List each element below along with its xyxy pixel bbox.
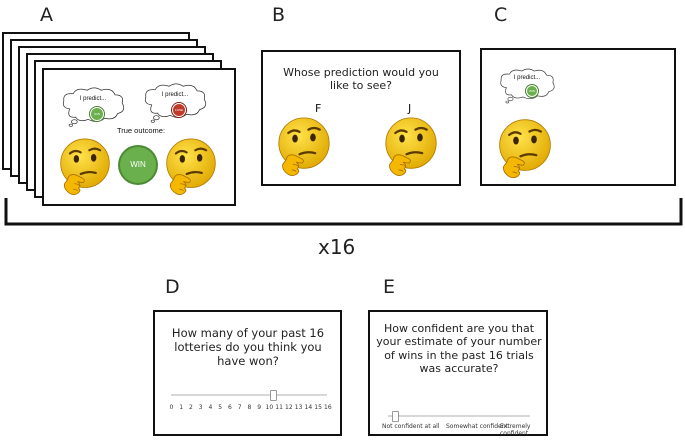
wins-tick-label: 14 xyxy=(304,404,313,411)
repeat-bracket xyxy=(4,198,683,226)
bubble-left-text: I predict... xyxy=(79,96,107,102)
wins-tick-label: 9 xyxy=(257,404,262,411)
label-j: J xyxy=(408,102,412,115)
predict-lose-chip-right: LOSE xyxy=(172,103,186,117)
panel-label-d: D xyxy=(165,276,180,298)
panel-label-c: C xyxy=(494,4,508,26)
bubble-c-text: I predict... xyxy=(513,75,541,81)
predict-win-chip-left: WIN xyxy=(90,107,104,121)
confidence-slider-track[interactable] xyxy=(388,415,530,417)
wins-tick-label: 7 xyxy=(237,404,242,411)
confidence-label-mid: Somewhat confident xyxy=(446,423,508,430)
wins-tick-label: 8 xyxy=(247,404,252,411)
wins-estimate-question: How many of your past 16 lotteries do yo… xyxy=(171,326,325,369)
choice-question: Whose prediction would you like to see? xyxy=(283,66,439,93)
repeat-count: x16 xyxy=(318,235,356,259)
wins-tick-label: 10 xyxy=(265,404,274,411)
wins-tick-label: 15 xyxy=(314,404,322,411)
wins-tick-label: 1 xyxy=(179,404,184,411)
wins-tick-label: 3 xyxy=(198,404,203,411)
wins-tick-label: 0 xyxy=(169,404,174,411)
wins-tick-label: 12 xyxy=(285,404,293,411)
panel-c-screen: I predict... WIN xyxy=(480,48,676,186)
wins-tick-label: 16 xyxy=(324,404,332,411)
confidence-question: How confident are you that your estimate… xyxy=(376,322,542,376)
outcome-win-chip: WIN xyxy=(120,147,156,183)
panel-b-screen: Whose prediction would you like to see? … xyxy=(261,50,461,186)
panel-label-e: E xyxy=(383,276,396,298)
panel-label-b: B xyxy=(272,4,286,26)
wins-tick-label: 2 xyxy=(189,404,193,411)
wins-slider-track[interactable] xyxy=(171,394,327,396)
wins-slider-thumb[interactable] xyxy=(270,390,278,401)
true-outcome-label: True outcome: xyxy=(116,126,166,135)
predict-win-chip-c: WIN xyxy=(526,85,538,97)
confidence-label-low: Not confident at all xyxy=(382,423,440,430)
panel-label-a: A xyxy=(40,4,53,26)
wins-tick-label: 6 xyxy=(228,404,232,411)
wins-tick-label: 5 xyxy=(218,404,223,411)
confidence-label-high: Extremely confident xyxy=(500,423,531,437)
panel-a-screen: I predict... WIN I predict... LOSE True … xyxy=(42,68,236,206)
panel-e-screen: How confident are you that your estimate… xyxy=(368,310,548,437)
confidence-slider-thumb[interactable] xyxy=(392,411,400,422)
wins-tick-label: 11 xyxy=(275,404,283,411)
bubble-right-text: I predict... xyxy=(161,92,189,98)
wins-tick-label: 13 xyxy=(294,404,303,411)
panel-d-screen: How many of your past 16 lotteries do yo… xyxy=(153,310,342,436)
wins-tick-label: 4 xyxy=(208,404,213,411)
label-f: F xyxy=(315,102,322,115)
